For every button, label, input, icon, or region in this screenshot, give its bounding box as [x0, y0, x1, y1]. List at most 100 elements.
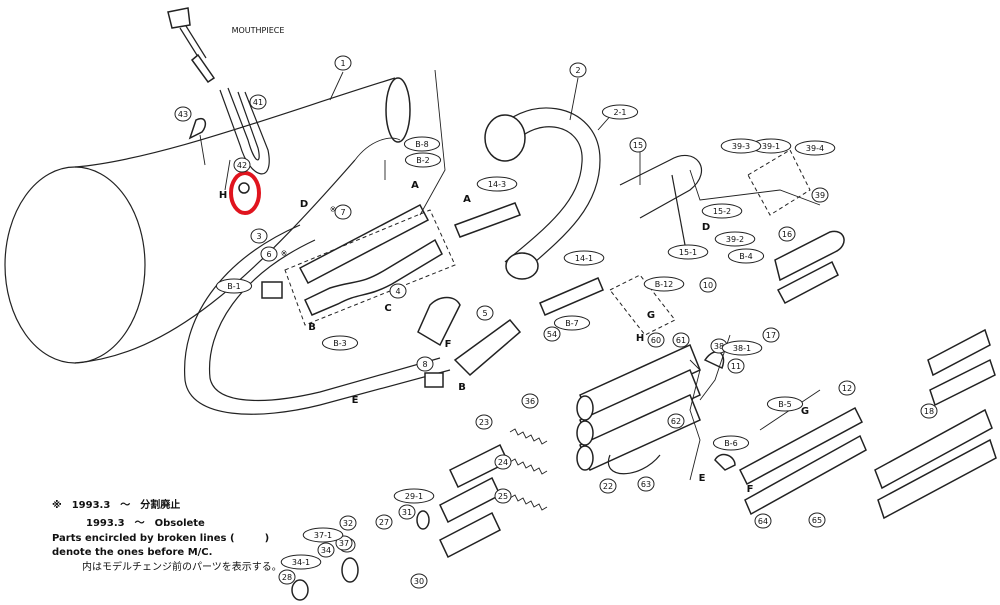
note-line-4: denote the ones before M/C. [52, 547, 213, 558]
part-label-B-6: B-6 [712, 435, 750, 451]
part-label-B-2: B-2 [404, 152, 442, 168]
part-label-28: 28 [278, 569, 296, 585]
part-number-24: 24 [498, 458, 508, 467]
highlight-circle [229, 171, 261, 215]
part-number-42: 42 [237, 161, 247, 170]
connection-letter-D-2: D [702, 222, 710, 233]
connection-letter-F-2: F [747, 484, 754, 495]
part-number-B-1: B-1 [227, 282, 240, 291]
part-label-39-3: 39-3 [720, 138, 762, 154]
part-number-B-4: B-4 [739, 252, 752, 261]
note-line-1: ※ 1993.3 〜 分割廃止 [52, 500, 181, 511]
part-label-64: 64 [754, 513, 772, 529]
part-number-43: 43 [178, 110, 188, 119]
note-line-2: 1993.3 〜 Obsolete [86, 518, 205, 529]
part-number-29-1: 29-1 [405, 492, 423, 501]
part-number-28: 28 [282, 573, 292, 582]
part-label-54: 54 [543, 326, 561, 342]
part-number-B-12: B-12 [655, 280, 674, 289]
part-number-15-2: 15-2 [713, 207, 731, 216]
model-change-boxes [284, 149, 811, 336]
part-number-60: 60 [651, 336, 661, 345]
part-label-42: 42 [233, 157, 251, 173]
mouthpiece-assembly [167, 7, 270, 175]
tuning-slides [619, 154, 997, 520]
part-label-15: 15 [629, 137, 647, 153]
note-line-3: Parts encircled by broken lines ( ) [52, 533, 270, 544]
part-number-4: 4 [395, 287, 400, 296]
part-number-41: 41 [253, 98, 263, 107]
obsolete-mark-1: ※ [330, 205, 337, 214]
part-number-39: 39 [815, 191, 825, 200]
part-number-7: 7 [340, 208, 345, 217]
part-number-65: 65 [812, 516, 822, 525]
part-number-3: 3 [256, 232, 261, 241]
part-label-14-3: 14-3 [476, 176, 518, 192]
part-label-39-4: 39-4 [794, 140, 836, 156]
part-number-14-3: 14-3 [488, 180, 506, 189]
part-label-6: 6 [260, 246, 278, 262]
part-label-27: 27 [375, 514, 393, 530]
connection-letter-C-1: C [384, 303, 391, 314]
connection-letter-F-1: F [445, 339, 452, 350]
part-label-11: 11 [727, 358, 745, 374]
part-label-3: 3 [250, 228, 268, 244]
part-label-24: 24 [494, 454, 512, 470]
part-label-4: 4 [389, 283, 407, 299]
part-number-11: 11 [731, 362, 741, 371]
part-number-34: 34 [321, 546, 331, 555]
part-label-39-1: 39-1 [750, 138, 792, 154]
part-number-36: 36 [525, 397, 535, 406]
u-bend-part [484, 107, 601, 280]
part-number-27: 27 [379, 518, 389, 527]
part-label-B-1: B-1 [215, 278, 253, 294]
part-number-37: 37 [339, 539, 349, 548]
part-number-16: 16 [782, 230, 792, 239]
part-number-31: 31 [402, 508, 412, 517]
part-number-15-1: 15-1 [679, 248, 697, 257]
mouthpiece-label: MOUTHPIECE [232, 26, 285, 35]
part-number-34-1: 34-1 [292, 558, 310, 567]
part-label-41: 41 [249, 94, 267, 110]
connection-letter-H-1: H [219, 190, 227, 201]
connection-letter-E-2: E [699, 473, 706, 484]
part-number-62: 62 [671, 417, 681, 426]
connection-letter-A-2: A [463, 194, 471, 205]
part-label-34-1: 34-1 [280, 554, 322, 570]
part-label-7: 7 [334, 204, 352, 220]
connection-letter-G-1: G [647, 310, 655, 321]
part-label-39-2: 39-2 [714, 231, 756, 247]
part-label-29-1: 29-1 [393, 488, 435, 504]
part-label-2: 2 [569, 62, 587, 78]
obsolete-mark-2: ※ [281, 249, 288, 258]
part-number-B-3: B-3 [333, 339, 346, 348]
part-label-23: 23 [475, 414, 493, 430]
part-label-8: 8 [416, 356, 434, 372]
part-number-B-5: B-5 [778, 400, 791, 409]
part-number-B-6: B-6 [724, 439, 737, 448]
part-label-43: 43 [174, 106, 192, 122]
part-label-38-1: 38-1 [721, 340, 763, 356]
part-label-62: 62 [667, 413, 685, 429]
connection-letter-A-1: A [411, 180, 419, 191]
part-label-36: 36 [521, 393, 539, 409]
part-number-22: 22 [603, 482, 613, 491]
part-number-B-7: B-7 [565, 319, 578, 328]
part-label-32: 32 [339, 515, 357, 531]
part-number-1: 1 [340, 59, 345, 68]
part-number-25: 25 [498, 492, 508, 501]
part-label-B-3: B-3 [321, 335, 359, 351]
part-label-16: 16 [778, 226, 796, 242]
connection-letter-B-1: B [308, 322, 316, 333]
part-label-14-1: 14-1 [563, 250, 605, 266]
part-label-10: 10 [699, 277, 717, 293]
part-label-12: 12 [838, 380, 856, 396]
part-label-39: 39 [811, 187, 829, 203]
part-label-B-4: B-4 [727, 248, 765, 264]
part-number-61: 61 [676, 336, 686, 345]
connection-letter-B-2: B [458, 382, 466, 393]
part-number-38: 38 [714, 342, 724, 351]
part-label-31: 31 [398, 504, 416, 520]
